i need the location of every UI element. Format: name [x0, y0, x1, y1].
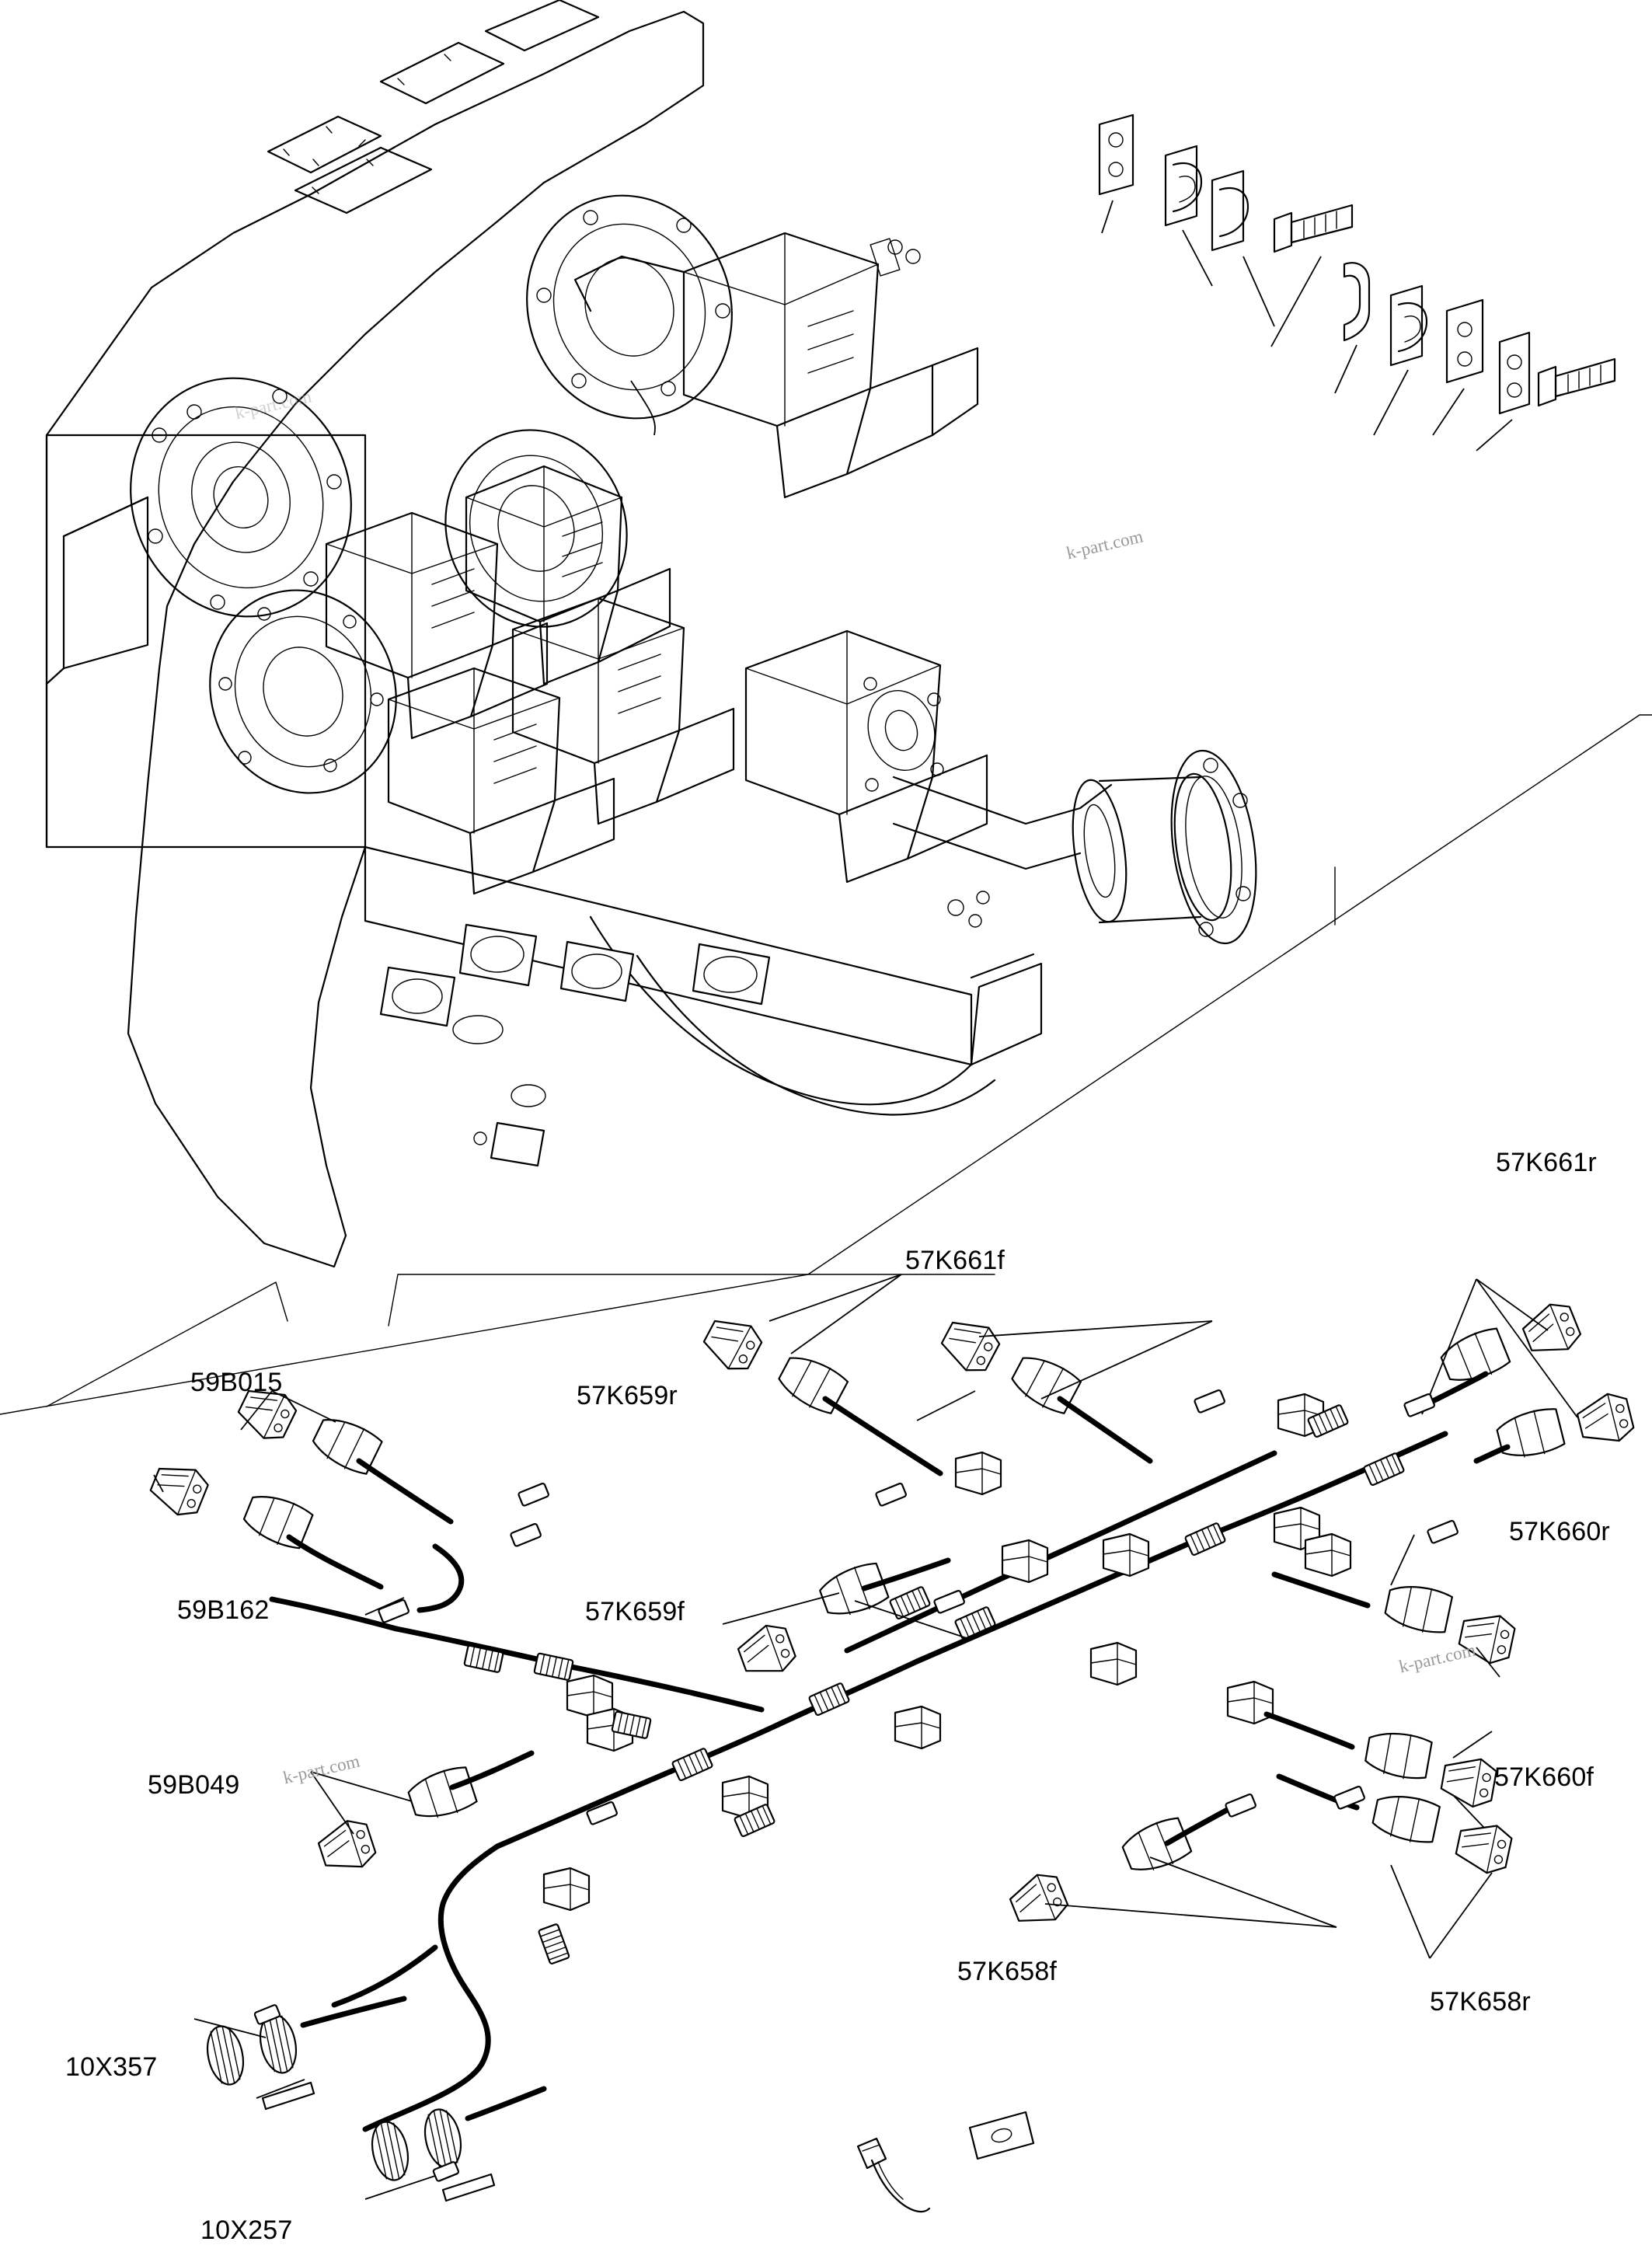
group-frames	[0, 714, 1652, 1415]
callout-57K658f: 57K658f	[957, 1957, 1058, 1986]
axle-transmission-assembly	[45, 0, 1257, 1268]
callout-59B162: 59B162	[177, 1595, 270, 1625]
callout-59B049: 59B049	[148, 1770, 240, 1800]
clamp-hardware-group	[1098, 113, 1616, 451]
wiring-harness-assembly	[145, 1274, 1637, 2213]
callout-10X357: 10X357	[65, 2052, 158, 2082]
callout-59B015: 59B015	[190, 1368, 283, 1397]
callout-57K659f: 57K659f	[585, 1597, 685, 1626]
callout-57K659r: 57K659r	[577, 1381, 678, 1410]
callout-57K658r: 57K658r	[1430, 1987, 1531, 2017]
callout-57K660f: 57K660f	[1494, 1762, 1594, 1792]
callout-57K660r: 57K660r	[1509, 1517, 1610, 1546]
callout-57K661f: 57K661f	[905, 1246, 1005, 1275]
callout-57K661r: 57K661r	[1496, 1148, 1597, 1177]
callout-10X257: 10X257	[200, 2215, 293, 2245]
